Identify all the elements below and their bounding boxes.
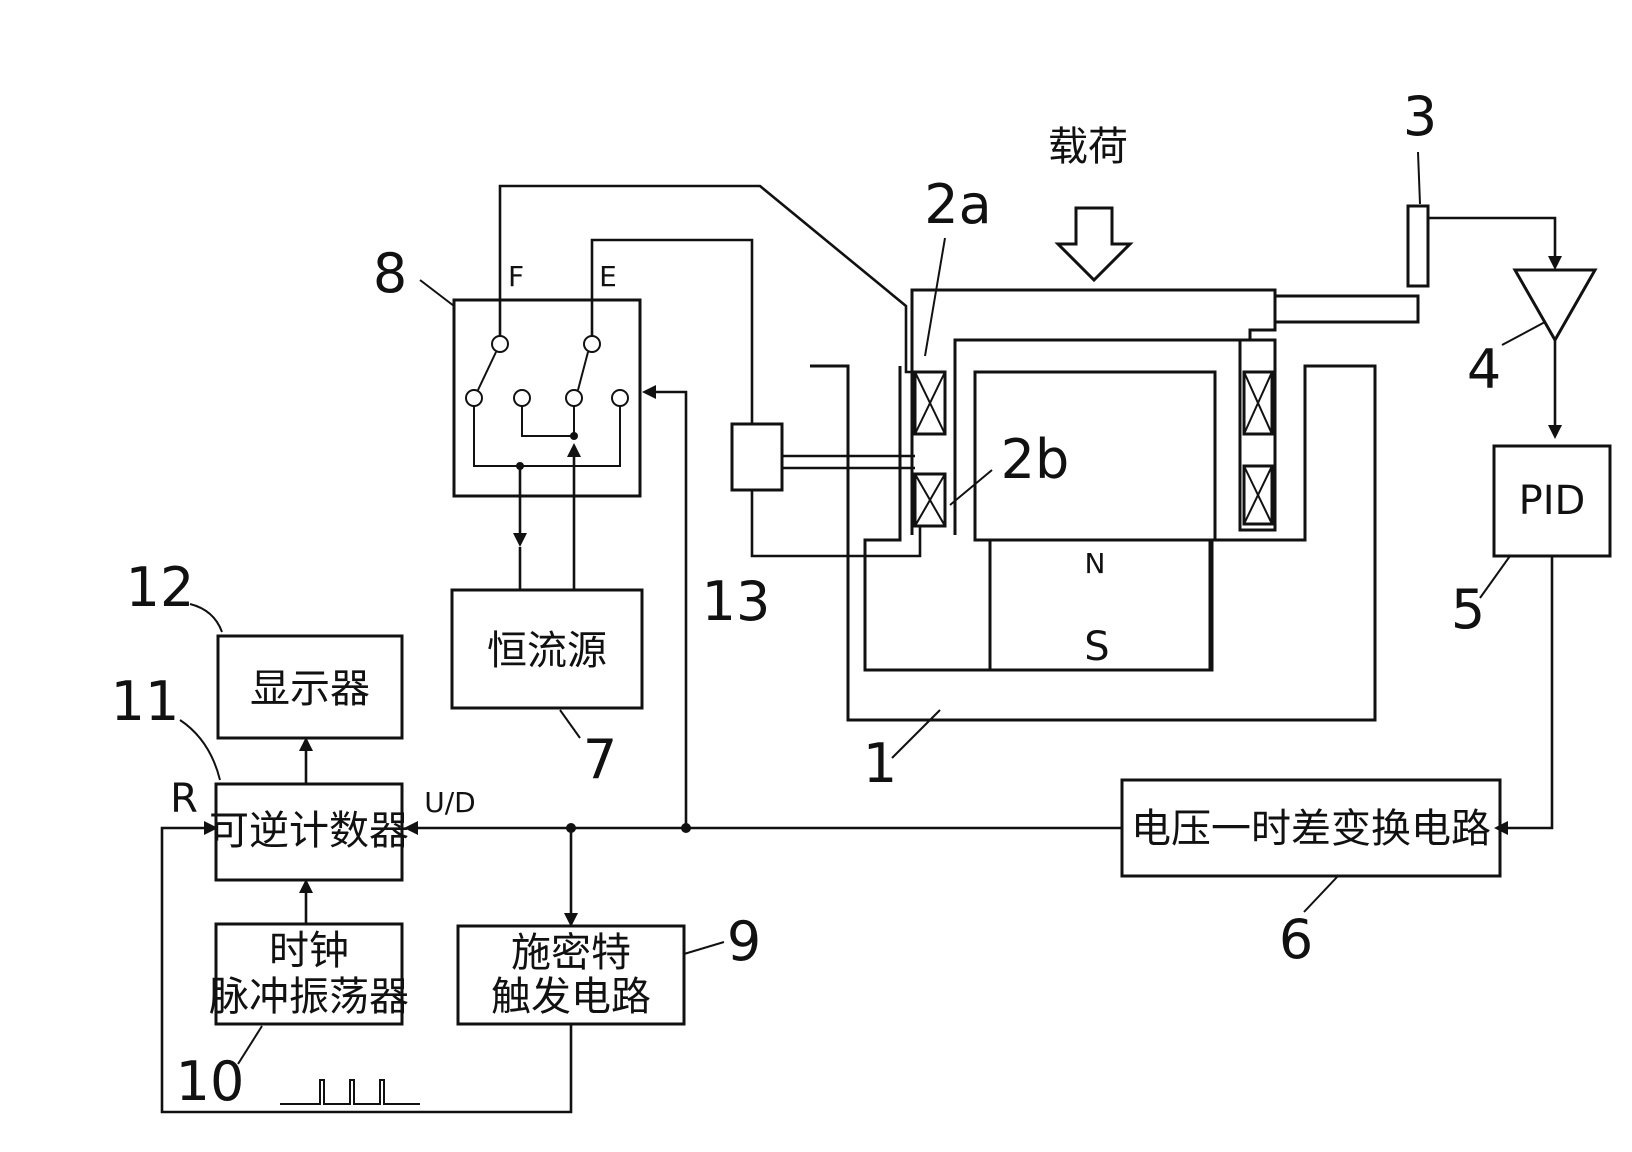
pulse-train-icon	[280, 1079, 420, 1105]
coil-right-bottom	[1242, 464, 1274, 526]
current-source-label: 恒流源	[487, 628, 607, 674]
magnet-assembly: N S 载荷 2a	[810, 124, 1420, 795]
pid-ref-label: 5	[1451, 578, 1485, 641]
coil-2a-label: 2a	[924, 173, 991, 236]
voltage-time-label: 电压一时差变换电路	[1131, 806, 1491, 852]
amplifier-ref-label: 4	[1467, 338, 1501, 401]
magnet-ref-label: 1	[863, 732, 897, 795]
south-label: S	[1084, 624, 1109, 670]
schmitt-ref-label: 9	[727, 910, 761, 973]
switch-e-label: E	[599, 260, 617, 293]
counter-ud-label: U/D	[424, 786, 476, 819]
display-ref-label: 12	[126, 556, 195, 619]
coil-2b	[913, 472, 947, 528]
amplifier-icon	[1512, 268, 1598, 344]
current-src-ref-label: 7	[583, 728, 617, 791]
constant-current-source	[450, 588, 644, 710]
load-arrow-icon	[1054, 206, 1134, 283]
clock-ref-label: 10	[176, 1050, 245, 1113]
position-sensor	[1406, 204, 1430, 288]
switch-ref-label: 8	[373, 242, 407, 305]
clock-label-line2: 脉冲振荡器	[209, 974, 409, 1020]
counter-ref-label: 11	[111, 670, 180, 733]
sensor-ref-label: 3	[1403, 85, 1437, 148]
schmitt-label-line1: 施密特	[511, 930, 631, 976]
counter-label: 可逆计数器	[209, 808, 409, 854]
switch-contacts	[465, 335, 629, 470]
display-unit	[216, 634, 404, 740]
clock-oscillator	[214, 922, 404, 1026]
coil-right-top	[1242, 370, 1274, 436]
schmitt-label-line2: 触发电路	[491, 974, 651, 1020]
counter-reset-label: R	[170, 776, 198, 822]
north-label: N	[1085, 547, 1106, 580]
balance-arm	[1275, 294, 1420, 324]
load-label: 载荷	[1048, 124, 1128, 170]
switch-f-label: F	[508, 260, 524, 293]
coil-frame	[910, 288, 1277, 535]
pid-label: PID	[1519, 478, 1586, 524]
display-label: 显示器	[250, 666, 370, 712]
permanent-magnet	[988, 538, 1214, 672]
coil-frame-right	[1238, 338, 1277, 532]
junction-box	[730, 422, 784, 492]
coil-2a	[913, 370, 947, 436]
v-t-ref-label: 6	[1279, 908, 1313, 971]
polarity-switch	[452, 298, 642, 498]
clock-label-line1: 时钟	[269, 928, 349, 974]
relay-ref-label: 13	[702, 570, 771, 633]
reversible-counter	[214, 782, 404, 882]
outer-yoke	[810, 364, 1377, 722]
coil-2b-label: 2b	[1001, 428, 1070, 491]
